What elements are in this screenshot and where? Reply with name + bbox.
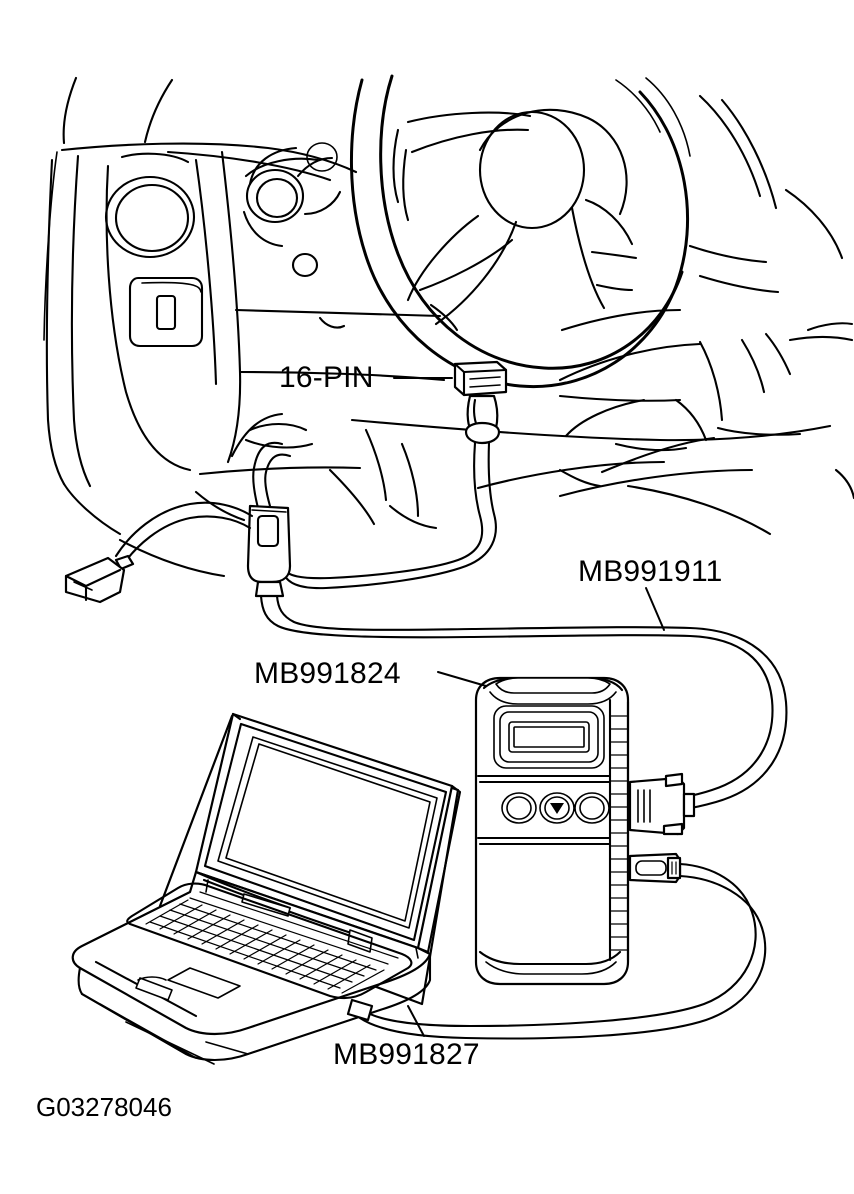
scan-tool-buttons (501, 792, 610, 824)
vehicle-interior-group (43, 74, 854, 578)
cable-mb991827 (358, 862, 767, 1040)
leader-mb991824 (437, 671, 487, 687)
figure-id-code: G03278046 (36, 1092, 172, 1122)
harness-junction-box (64, 441, 292, 604)
d-sub-port (628, 772, 696, 836)
callout-label-16-pin: 16-PIN (279, 361, 374, 394)
callout-label-mb991911: MB991911 (578, 555, 723, 588)
cable-dlc-to-junction (280, 441, 497, 590)
callout-label-mb991827: MB991827 (333, 1038, 480, 1071)
laptop-computer (71, 712, 462, 1065)
leader-mb991911 (645, 587, 665, 631)
callout-leader-lines (393, 377, 665, 1037)
cable-mb991911 (259, 594, 788, 811)
dlc-16pin-connector (453, 360, 508, 445)
callout-label-mb991824: MB991824 (254, 657, 401, 690)
leader-mb991827 (407, 1005, 425, 1037)
serial-port (628, 852, 682, 884)
scan-tool-mb991824 (474, 676, 696, 986)
